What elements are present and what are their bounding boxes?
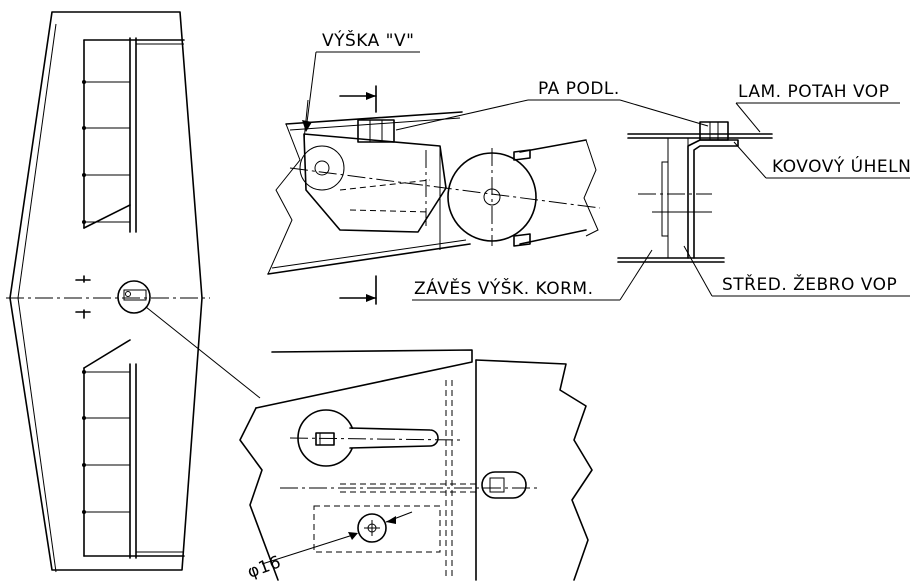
rib-section-view [617,121,773,263]
lower-ribs [82,370,130,514]
label-lam-potah: LAM. POTAH VOP [738,82,889,102]
label-pa-podl: PA PODL. [538,79,620,99]
label-kovovy-uhelnik: KOVOVÝ ÚHELN [772,155,911,177]
enlarged-detail-view [239,349,593,581]
label-stred-zebro: STŘED. ŽEBRO VOP [722,273,897,295]
leader-lines [302,51,910,301]
label-zaves: ZÁVĚS VÝŠK. KORM. [414,277,594,299]
upper-ribs [82,80,130,224]
label-diameter: φ16 [245,552,284,581]
stabilizer-plan-view [6,11,261,573]
label-vyska-v: VÝŠKA "V" [322,29,414,51]
hinge-section-view [267,85,601,305]
detail-circle [117,280,151,314]
